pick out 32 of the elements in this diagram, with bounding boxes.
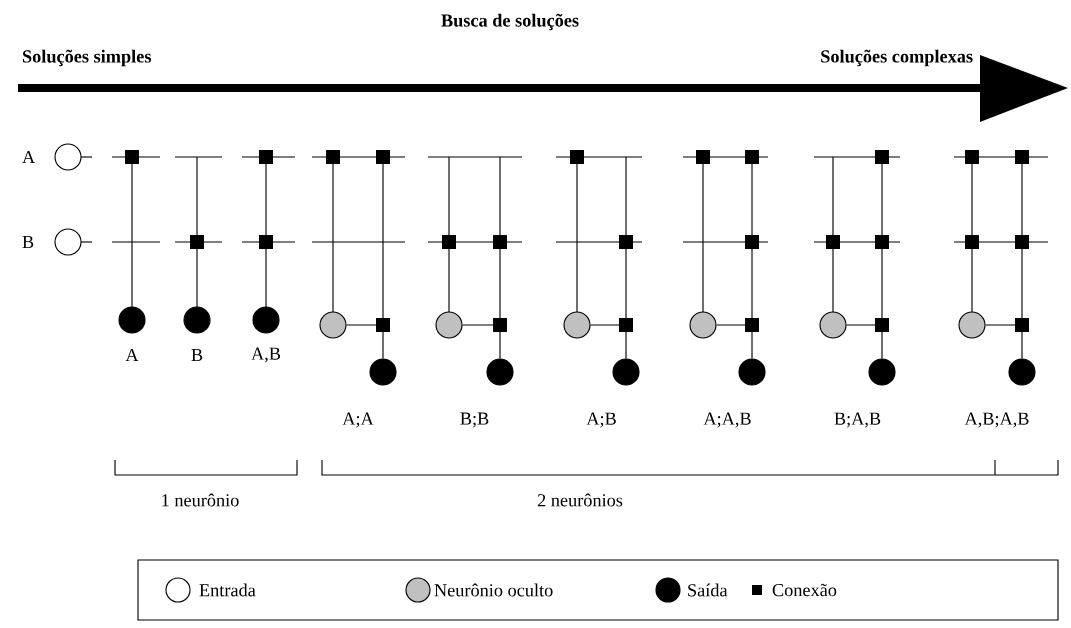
arrow-end-label: Soluções complexas [821, 49, 973, 67]
connector-line [716, 324, 753, 359]
connector-line [985, 324, 1023, 359]
hidden-neuron [563, 311, 591, 339]
legend-text: Saída [688, 583, 728, 597]
neuron-label: B;B [460, 412, 489, 428]
neuron-label: A;B [586, 412, 616, 428]
neuron-label: A,B;A,B [964, 412, 1029, 428]
neuron-label: B;A,B [834, 412, 881, 428]
hidden-neuron [958, 311, 986, 339]
arrow-heading: Busca de soluções [441, 13, 579, 31]
hidden-neuron [819, 311, 847, 339]
neuron-label: A;A,B [703, 412, 751, 428]
hidden-neuron [689, 311, 717, 339]
neuron-label: B [22, 236, 34, 248]
hidden-neuron [319, 311, 347, 339]
connector-line [590, 324, 627, 359]
legend-text: Entrada [199, 583, 256, 597]
bracket-label: 1 neurônio [162, 493, 239, 507]
connector-line [346, 324, 384, 359]
hidden-neuron [435, 311, 463, 339]
arrow-end-label: Soluções simples [22, 49, 151, 67]
neuron-label: A [125, 348, 139, 362]
connector-line [846, 324, 883, 359]
connector-line [462, 324, 501, 359]
bracket-label: 2 neurônios [537, 493, 623, 507]
neuron-label: A [22, 150, 36, 164]
neuron-label: A,B [251, 347, 281, 363]
neuron-label: A;A [342, 412, 374, 428]
neuron-label: B [191, 349, 203, 361]
legend-text: Conexão [772, 583, 837, 597]
legend-text: Neurônio oculto [434, 583, 553, 597]
